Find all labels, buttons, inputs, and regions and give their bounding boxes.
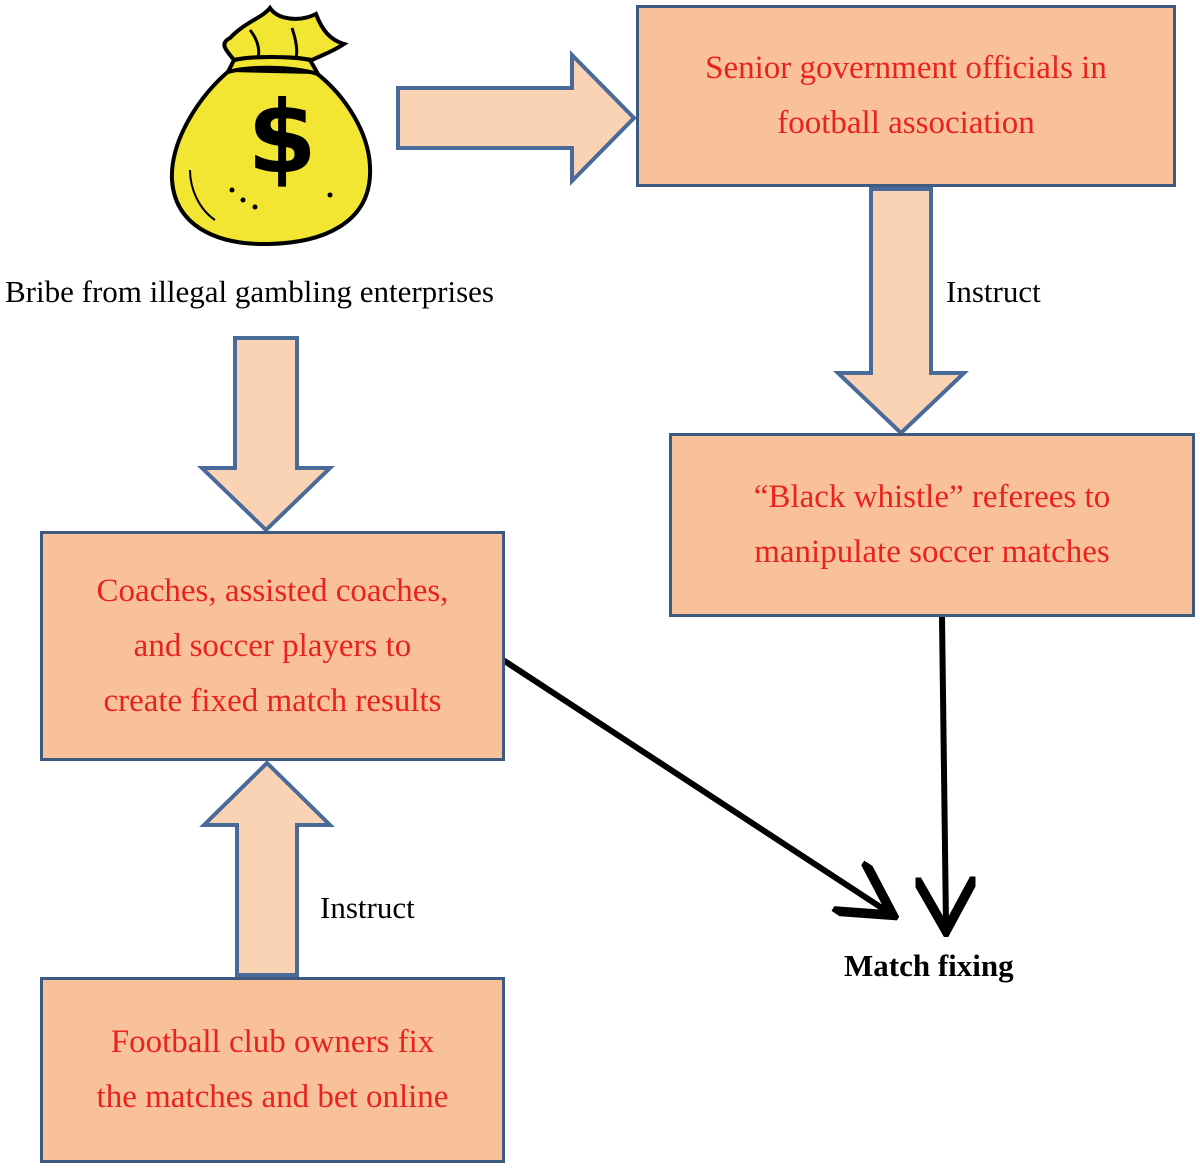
box-coaches-players: Coaches, assisted coaches, and soccer pl… bbox=[40, 531, 505, 761]
block-arrow-to-coaches bbox=[197, 336, 335, 533]
box-black-whistle-referees: “Black whistle” referees to manipulate s… bbox=[669, 433, 1195, 617]
box-senior-officials: Senior government officials in football … bbox=[636, 5, 1176, 187]
source-label: Bribe from illegal gambling enterprises bbox=[5, 274, 494, 309]
match-fixing-label: Match fixing bbox=[844, 948, 1014, 983]
instruct-label-right: Instruct bbox=[946, 274, 1041, 309]
money-bag-icon: $ bbox=[169, 4, 373, 247]
connector-coaches-to-match-fixing bbox=[501, 657, 888, 912]
block-arrow-to-referees bbox=[833, 187, 969, 436]
block-arrow-to-officials bbox=[396, 50, 637, 186]
dollar-sign: $ bbox=[247, 79, 317, 196]
connector-referees-to-match-fixing bbox=[942, 616, 946, 925]
box-coaches-players-text: Coaches, assisted coaches, and soccer pl… bbox=[96, 572, 449, 719]
box-club-owners-text: Football club owners fix the matches and… bbox=[96, 1024, 449, 1115]
block-arrow-to-coaches-from-owners bbox=[199, 760, 335, 977]
box-black-whistle-referees-text: “Black whistle” referees to manipulate s… bbox=[753, 479, 1111, 570]
box-senior-officials-text: Senior government officials in football … bbox=[705, 50, 1107, 141]
box-club-owners: Football club owners fix the matches and… bbox=[40, 977, 505, 1163]
instruct-label-left: Instruct bbox=[320, 890, 415, 925]
